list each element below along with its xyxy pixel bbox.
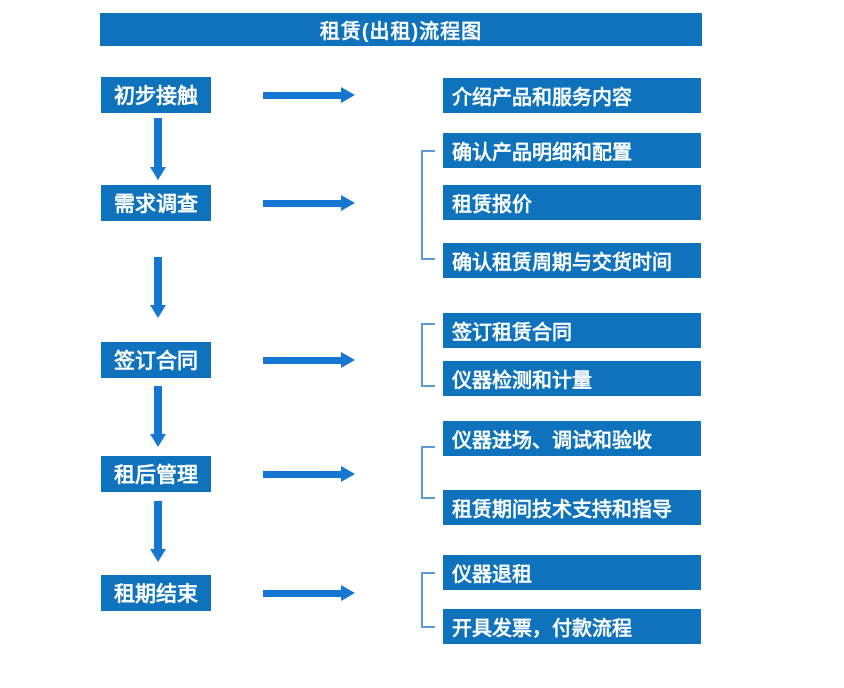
arrow-stem <box>263 200 342 207</box>
arrow-right-1 <box>263 87 355 103</box>
page-title: 租赁(出租)流程图 <box>319 21 483 43</box>
bracket-group-lease-end <box>421 572 435 628</box>
bracket-group-post-rental <box>421 446 435 499</box>
arrow-stem <box>154 386 162 434</box>
detail-box-confirm-period: 确认租赁周期与交货时间 <box>443 243 701 278</box>
arrow-stem <box>263 590 342 597</box>
arrow-stem <box>154 257 162 305</box>
arrow-stem <box>154 501 162 549</box>
arrow-stem <box>263 471 342 478</box>
arrow-head-icon <box>341 87 355 103</box>
arrow-right-2 <box>263 195 355 211</box>
arrow-head-icon <box>341 352 355 368</box>
detail-box-tech-support: 租赁期间技术支持和指导 <box>443 490 701 525</box>
detail-box-instrument-testing: 仪器检测和计量 <box>443 361 701 396</box>
arrow-head-icon <box>341 585 355 601</box>
arrow-head-icon <box>341 195 355 211</box>
arrow-right-5 <box>263 585 355 601</box>
detail-box-sign-rental-contract: 签订租赁合同 <box>443 313 701 348</box>
arrow-down-3 <box>150 386 166 447</box>
arrow-head-icon <box>150 549 166 562</box>
arrow-head-icon <box>150 305 166 318</box>
arrow-head-icon <box>341 466 355 482</box>
step-box-initial-contact: 初步接触 <box>101 77 211 113</box>
arrow-stem <box>263 357 342 364</box>
step-box-post-rental-management: 租后管理 <box>101 456 211 492</box>
arrow-down-4 <box>150 501 166 562</box>
title-bar: 租赁(出租)流程图 <box>100 13 702 46</box>
arrow-stem <box>263 92 342 99</box>
arrow-right-4 <box>263 466 355 482</box>
arrow-head-icon <box>150 167 166 180</box>
step-box-sign-contract: 签订合同 <box>101 342 211 378</box>
arrow-head-icon <box>150 434 166 447</box>
arrow-down-1 <box>150 118 166 180</box>
detail-box-invoice-payment: 开具发票，付款流程 <box>443 609 701 644</box>
step-box-lease-end: 租期结束 <box>101 575 211 611</box>
bracket-group-demand-survey <box>421 150 435 260</box>
detail-box-instrument-return: 仪器退租 <box>443 555 701 590</box>
detail-box-rental-quote: 租赁报价 <box>443 185 701 220</box>
detail-box-instrument-setup: 仪器进场、调试和验收 <box>443 421 701 456</box>
arrow-stem <box>154 118 162 167</box>
arrow-right-3 <box>263 352 355 368</box>
detail-box-introduce-products: 介绍产品和服务内容 <box>443 78 701 113</box>
bracket-group-sign-contract <box>421 323 435 387</box>
detail-box-confirm-details: 确认产品明细和配置 <box>443 133 701 168</box>
arrow-down-2 <box>150 257 166 318</box>
step-box-demand-survey: 需求调查 <box>101 185 211 221</box>
